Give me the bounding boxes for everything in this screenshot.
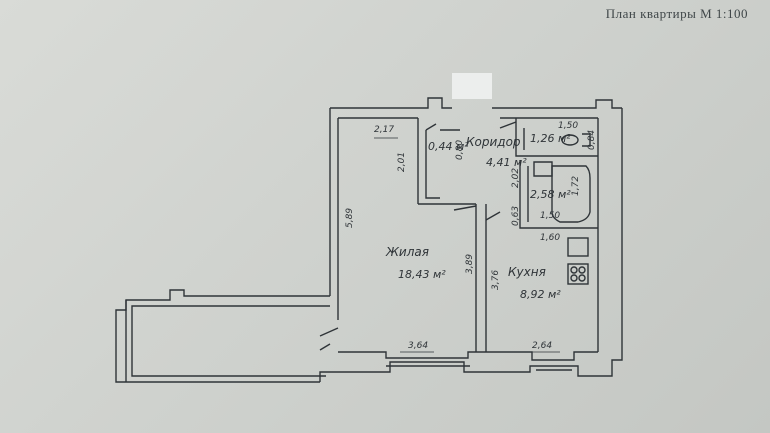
room-area-living: 18,43 м²: [398, 268, 446, 281]
bathtub: [551, 165, 591, 223]
dim-toilet-depth: 0,84: [587, 130, 597, 150]
walls: [115, 97, 623, 383]
room-name-corridor: Коридор: [466, 135, 521, 149]
dim-closet-side: 2,01: [397, 152, 407, 172]
dim-bath-side: 2,02: [511, 168, 521, 188]
room-name-kitchen: Кухня: [508, 265, 546, 279]
room-area-closet: 0,44 м²: [428, 140, 469, 153]
plan-title: План квартиры М 1:100: [605, 6, 748, 21]
dim-living-bottom: 3,64: [408, 341, 428, 351]
dim-bath-door: 0,63: [511, 206, 521, 226]
outer-wall-top-right: [492, 99, 622, 109]
bath-walls: [519, 160, 598, 229]
dim-kitchen-top: 1,60: [540, 233, 560, 243]
dim-closet-width: 0,80: [455, 140, 465, 160]
dim-bath-width: 1,50: [540, 211, 560, 221]
dim-living-top: 2,17: [374, 125, 394, 135]
dim-kitchen-side: 3,76: [491, 270, 501, 290]
outer-wall-bottom: [319, 361, 613, 382]
dim-kitchen-bottom: 2,64: [532, 341, 552, 351]
room-name-living: Жилая: [385, 245, 429, 259]
dim-toilet-width: 1,50: [558, 121, 578, 131]
outer-wall-right: [611, 108, 623, 370]
room-area-kitchen: 8,92 м²: [520, 288, 561, 301]
outer-wall-top-left: [330, 97, 452, 109]
room-area-corridor: 4,41 м²: [486, 156, 527, 169]
sink: [533, 161, 553, 177]
dim-bath-depth: 1,72: [571, 176, 581, 196]
kitchen-sink: [567, 237, 589, 257]
room-area-toilet: 1,26 м²: [530, 132, 571, 145]
toilet-bowl: [561, 134, 579, 146]
balcony-outline: [115, 289, 330, 383]
kitchen-stove: [567, 263, 589, 285]
dim-living-partition: 3,89: [465, 254, 475, 274]
room-area-bath: 2,58 м²: [530, 188, 571, 201]
dimension-ticks: [374, 137, 560, 353]
dim-living-side: 5,89: [345, 208, 355, 228]
toilet-walls: [515, 118, 598, 157]
tape-patch: [452, 73, 492, 99]
